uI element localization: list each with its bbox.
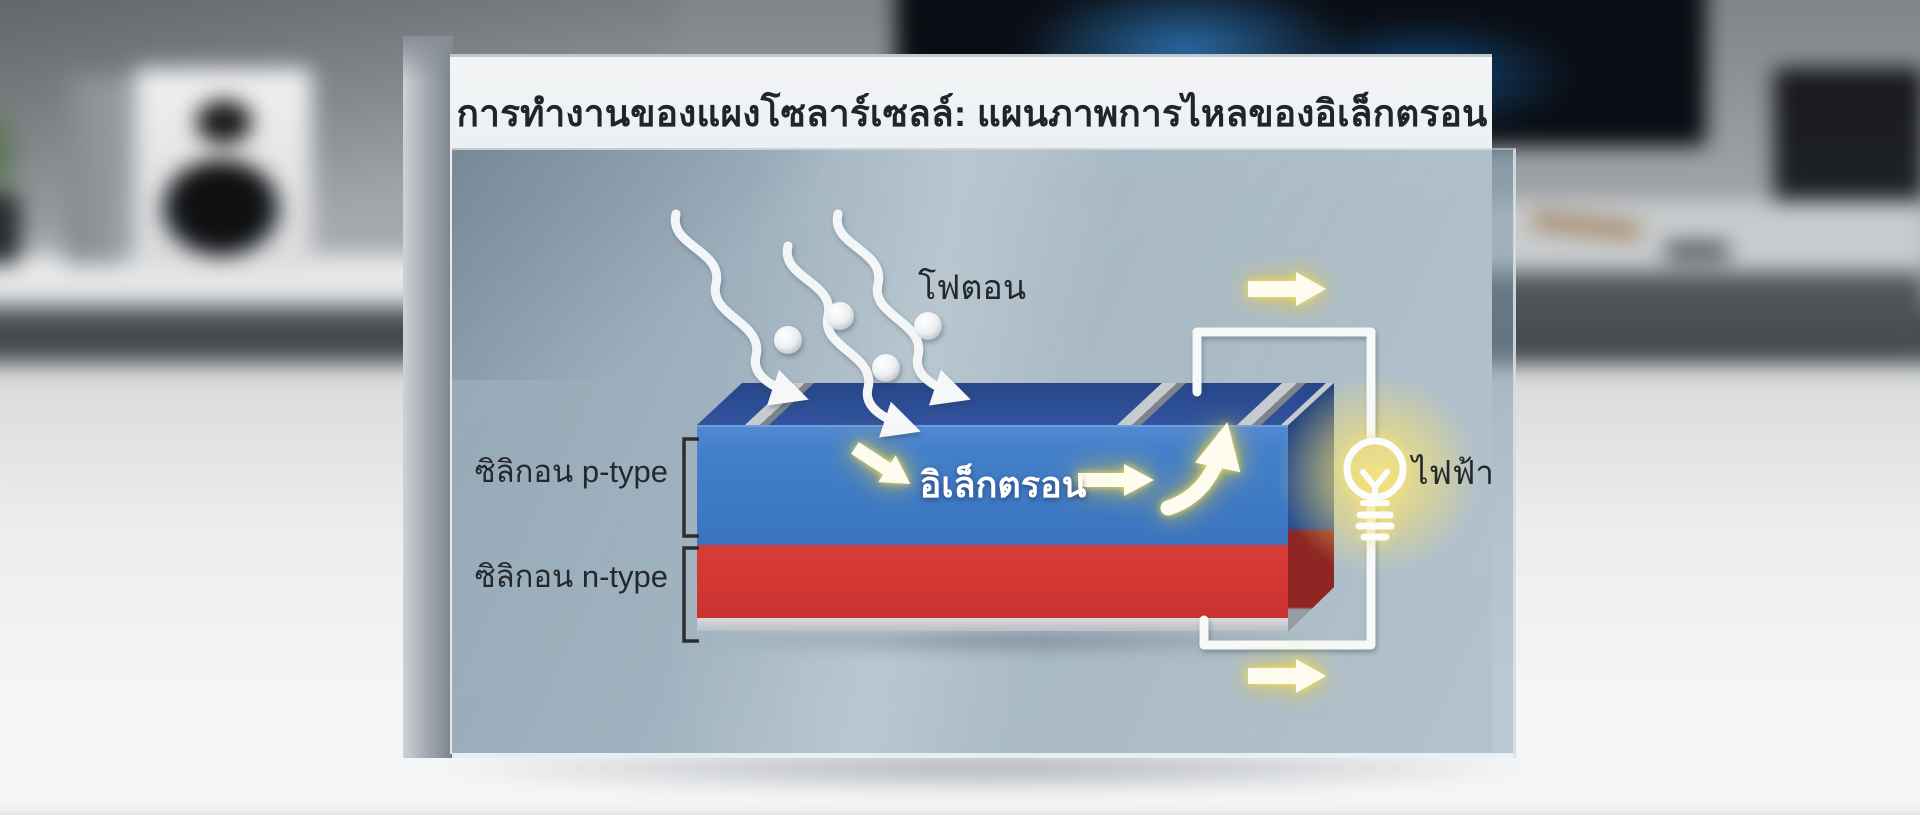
- photon-particle: [914, 312, 942, 340]
- cell-base-strip: [697, 618, 1288, 631]
- desk-item-blur: [1664, 242, 1730, 260]
- n-type-label: ซิลิกอน n-type: [474, 559, 668, 594]
- n-type-layer: [697, 545, 1288, 618]
- p-type-label: ซิลิกอน p-type: [474, 454, 668, 489]
- desk-front-edge-right: [1446, 272, 1920, 376]
- electron-arrow-curved: [1160, 422, 1241, 516]
- photon-particle: [872, 354, 900, 382]
- electron-arrow-diagonal: [851, 442, 911, 484]
- electron-arrow-right: [1078, 464, 1154, 496]
- circuit-wire: [1192, 327, 1376, 650]
- p-type-bracket: [682, 437, 699, 538]
- p-type-layer: [697, 425, 1288, 545]
- panel-title: การทำงานของแผงโซลาร์เซลล์: แผนภาพการไหลข…: [456, 93, 1488, 134]
- bulb-screw: [1355, 511, 1395, 541]
- current-arrow-top: [1248, 272, 1326, 306]
- electron-label: อิเล็กตรอน: [919, 464, 1087, 505]
- speaker-tweeter: [196, 100, 252, 144]
- photon-particle: [826, 302, 854, 330]
- electricity-label: ไฟฟ้า: [1412, 454, 1494, 491]
- speaker-woofer: [162, 160, 280, 256]
- layer-brackets: [682, 437, 699, 643]
- bulb-glow: [1276, 372, 1480, 576]
- gray-slab-blur: [66, 76, 128, 264]
- photon-wave: [670, 209, 809, 406]
- n-type-bracket: [682, 546, 699, 643]
- photon-label: โฟตอน: [918, 269, 1027, 307]
- current-arrows: [851, 272, 1326, 693]
- panel-edge-cap: [403, 36, 453, 82]
- plant-pot-blur: [0, 194, 20, 264]
- photon-particle: [774, 326, 802, 354]
- photon-wave: [832, 209, 971, 406]
- photon-wave: [782, 241, 921, 438]
- speaker-blur: [134, 68, 312, 268]
- glass-corner-shade: [452, 150, 832, 380]
- current-arrow-bottom: [1248, 659, 1326, 693]
- light-bulb-icon: [1343, 437, 1407, 541]
- photon-rays: [670, 209, 971, 438]
